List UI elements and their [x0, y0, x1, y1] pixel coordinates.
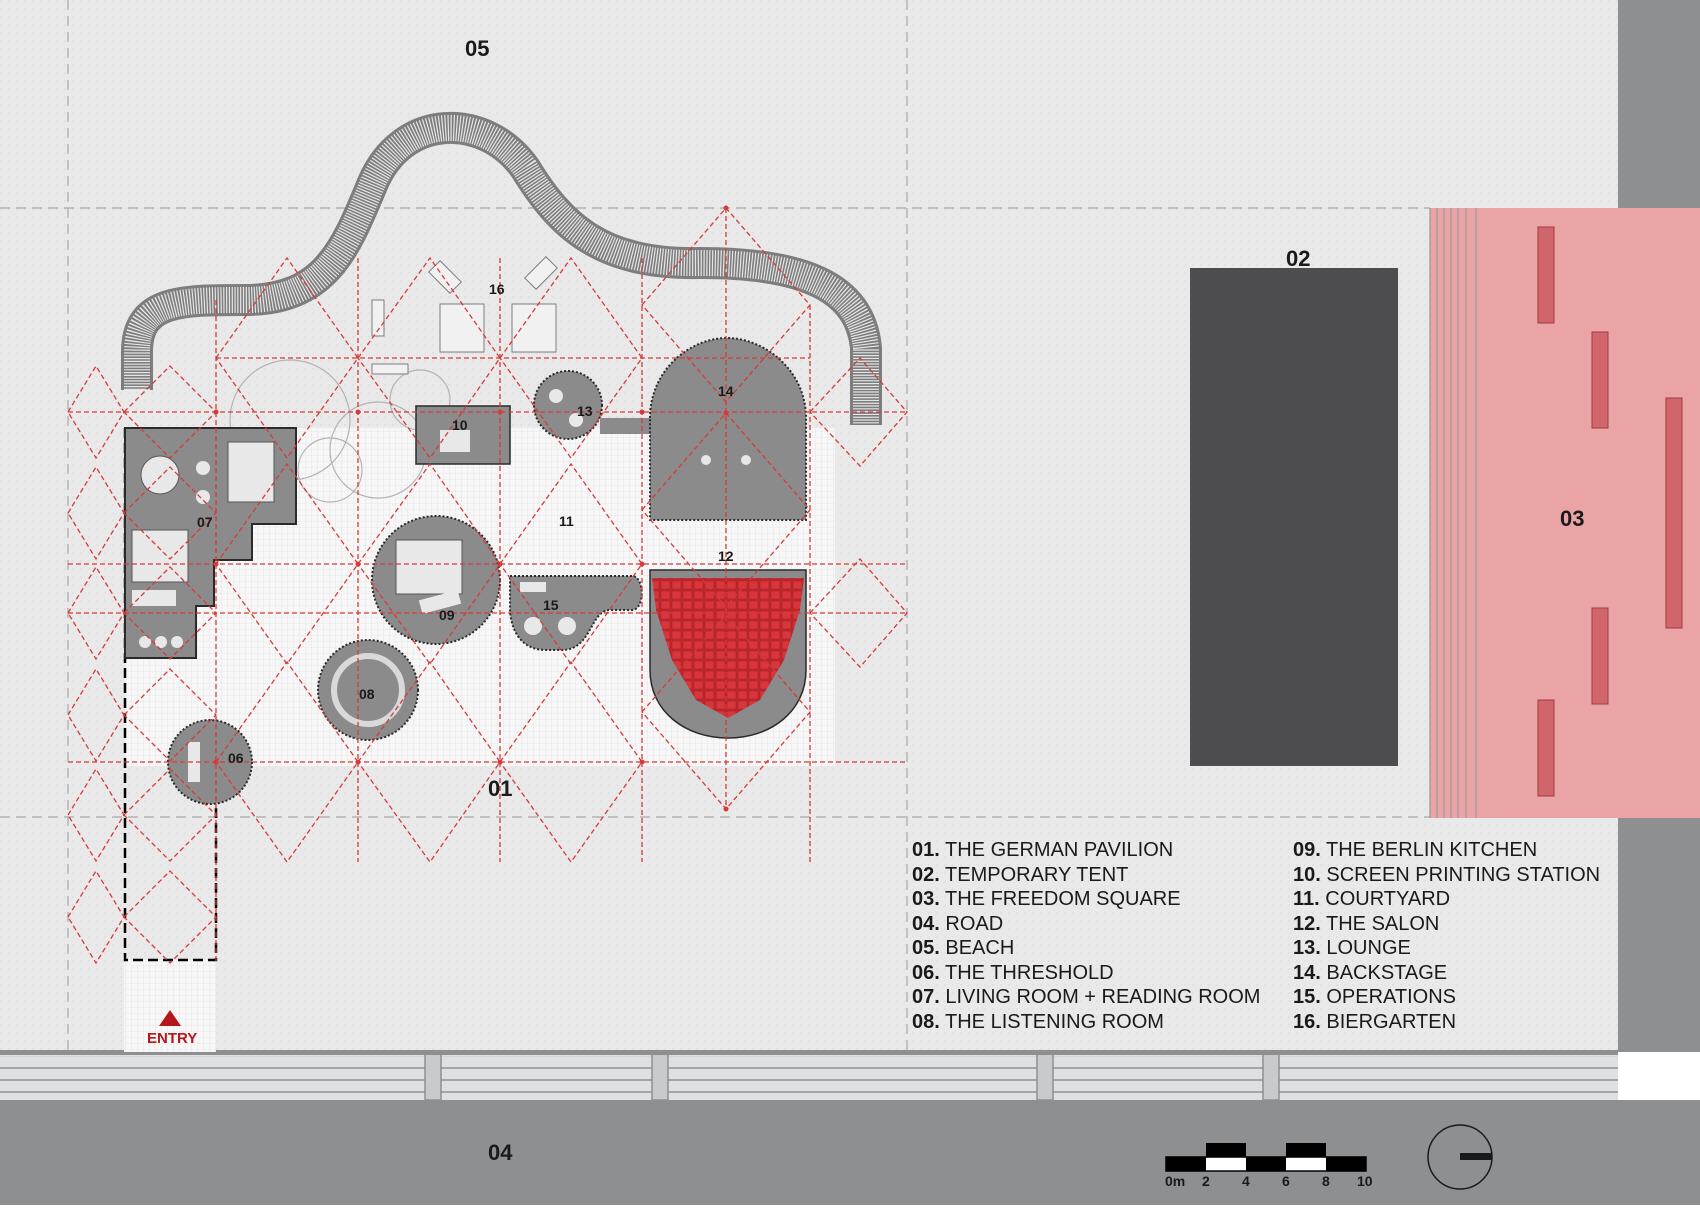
legend-item: 01. THE GERMAN PAVILION [912, 839, 1174, 861]
legend-item: 12. THE SALON [1293, 912, 1440, 935]
scale-label: 4 [1242, 1173, 1250, 1189]
label-08: 08 [359, 686, 375, 702]
scale-label: 10 [1357, 1173, 1373, 1189]
triangle-up-icon [159, 1010, 181, 1026]
guide-lines [0, 0, 1430, 1052]
biergarten-furniture [371, 256, 558, 375]
legend-item: 06. THE THRESHOLD [912, 961, 1114, 984]
scale-label: 8 [1322, 1173, 1330, 1189]
legend-item: 05. BEACH [912, 937, 1015, 959]
label-07: 07 [197, 514, 213, 530]
label-15: 15 [543, 597, 559, 613]
label-09: 09 [439, 607, 455, 623]
legend-item: 13. LOUNGE [1293, 937, 1411, 959]
label-03: 03 [1560, 506, 1584, 531]
legend-item: 09. THE BERLIN KITCHEN [1293, 839, 1538, 861]
label-13: 13 [577, 403, 593, 419]
legend-item: 14. BACKSTAGE [1293, 961, 1448, 984]
scale-labels: 0m 2 4 6 8 10 [1160, 1173, 1380, 1193]
legend-item: 07. LIVING ROOM + READING ROOM [912, 986, 1261, 1008]
legend-item: 11. COURTYARD [1293, 888, 1451, 910]
north-arrow-icon [1427, 1124, 1493, 1190]
entry-label: ENTRY [147, 1030, 198, 1047]
legend-item: 04. ROAD [912, 912, 1004, 935]
lounge [533, 370, 650, 440]
road [0, 1050, 1700, 1212]
legend-item: 02. TEMPORARY TENT [912, 863, 1129, 886]
listening-room [317, 639, 419, 741]
scale-label: 0m [1165, 1173, 1186, 1189]
legend-item: 16. BIERGARTEN [1293, 1010, 1457, 1033]
right-strip [1618, 0, 1700, 208]
living-room [124, 427, 297, 659]
salon [649, 569, 807, 739]
legend-col-2: 09. THE BERLIN KITCHEN 10. SCREEN PRINTI… [1293, 838, 1600, 1034]
screen-printing-station [415, 405, 511, 465]
scale-label: 6 [1282, 1173, 1290, 1189]
entry-path [124, 960, 216, 1052]
grid-nodes [213, 205, 729, 812]
label-04: 04 [488, 1140, 513, 1165]
scale-label: 2 [1202, 1173, 1210, 1189]
label-11: 11 [559, 513, 574, 529]
label-05: 05 [465, 36, 489, 61]
legend-item: 08. THE LISTENING ROOM [912, 1010, 1164, 1033]
freedom-square [1429, 208, 1700, 818]
legend-item: 03. THE FREEDOM SQUARE [912, 888, 1181, 910]
label-12: 12 [718, 548, 734, 564]
legend-col-1: 01. THE GERMAN PAVILION 02. TEMPORARY TE… [912, 838, 1260, 1034]
label-02: 02 [1286, 246, 1310, 271]
backstage [649, 336, 807, 521]
legend-item: 10. SCREEN PRINTING STATION [1293, 863, 1601, 886]
label-01: 01 [488, 776, 512, 801]
label-06: 06 [228, 750, 244, 766]
label-16: 16 [489, 281, 505, 297]
legend-item: 15. OPERATIONS [1293, 986, 1457, 1008]
berlin-kitchen [371, 515, 501, 645]
label-10: 10 [452, 417, 468, 433]
structural-grid [67, 207, 908, 965]
temporary-tent [1190, 268, 1398, 766]
scale-bar [1165, 1143, 1367, 1172]
label-14: 14 [718, 383, 734, 399]
